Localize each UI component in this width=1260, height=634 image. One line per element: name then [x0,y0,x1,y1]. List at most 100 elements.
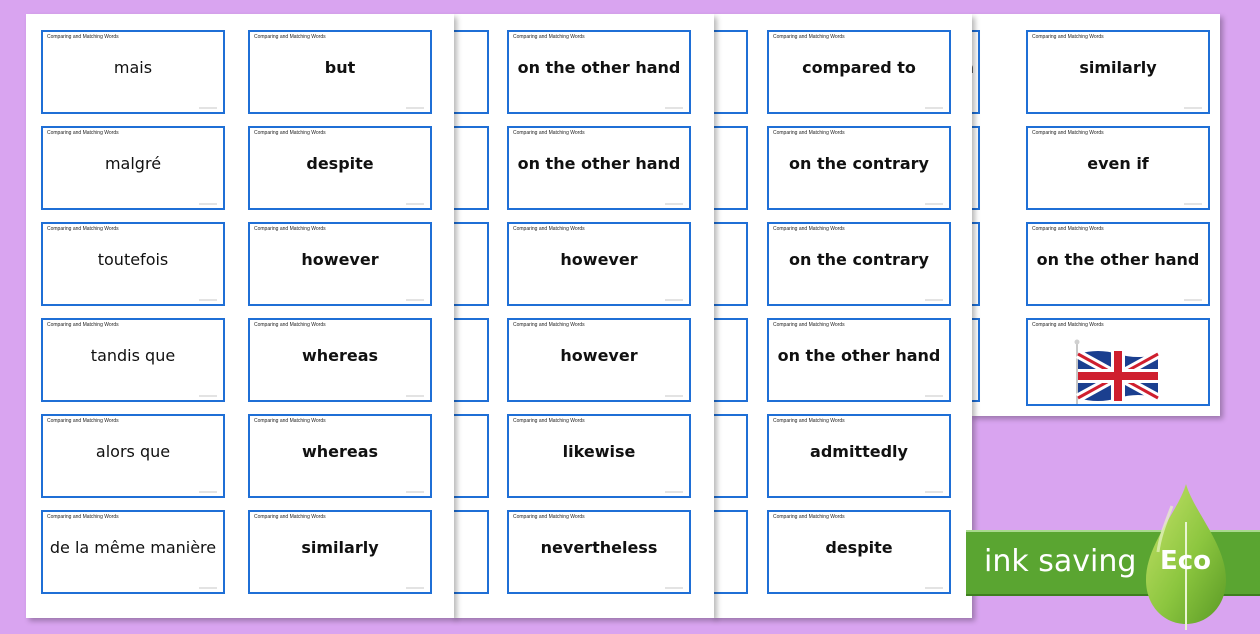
card-footer-mark [199,395,217,397]
card-header: Comparing and Matching Words [513,130,585,136]
card-word: similarly [1079,58,1157,77]
card-word-english: but [324,58,356,77]
card-word-english: however [301,250,379,269]
hidden-card [970,318,980,402]
card-word: admittedly [810,442,908,461]
hidden-card [452,30,489,114]
card-footer-mark [199,203,217,205]
worksheet-page-1: Comparing and Matching Words mais Compar… [26,14,454,618]
card-header: Comparing and Matching Words [773,322,845,328]
card-footer-mark [406,107,424,109]
card-footer-mark [665,203,683,205]
card-footer-mark [406,491,424,493]
card-footer-mark [925,107,943,109]
card-footer-mark [665,299,683,301]
word-card: Comparing and Matching Words similarly [1026,30,1210,114]
card-word: compared to [802,58,916,77]
card-header: Comparing and Matching Words [773,130,845,136]
word-card: Comparing and Matching Words on the othe… [507,126,691,210]
card-footer-mark [665,587,683,589]
card-word: on the contrary [789,154,929,173]
card-header: Comparing and Matching Words [47,34,119,40]
hidden-card [452,126,489,210]
card-header: Comparing and Matching Words [47,226,119,232]
hidden-card [712,510,748,594]
card-word: nevertheless [540,538,658,557]
card-footer-mark [925,203,943,205]
card-footer-mark [406,203,424,205]
card-word: on the other hand [517,58,681,77]
worksheet-page-4: n Comparing and Matching Words similarly… [964,14,1220,416]
word-card: Comparing and Matching Words nevertheles… [507,510,691,594]
card-header: Comparing and Matching Words [1032,322,1104,328]
word-card: Comparing and Matching Words similarly [248,510,432,594]
word-card: Comparing and Matching Words de la même … [41,510,225,594]
card-footer-mark [406,587,424,589]
card-footer-mark [1184,107,1202,109]
hidden-card [970,126,980,210]
card-word: on the other hand [777,346,941,365]
ink-saving-label: ink saving [984,544,1137,579]
eco-label: Eco [1160,546,1212,576]
word-card: Comparing and Matching Words alors que [41,414,225,498]
card-word: however [560,250,638,269]
word-card: Comparing and Matching Words on the cont… [767,126,951,210]
hidden-card [452,318,489,402]
card-word-english: whereas [301,442,379,461]
card-header: Comparing and Matching Words [254,514,326,520]
card-footer-mark [199,587,217,589]
hidden-card [712,318,748,402]
card-footer-mark [199,299,217,301]
card-header: Comparing and Matching Words [513,322,585,328]
card-word: on the contrary [789,250,929,269]
hidden-card [452,510,489,594]
card-header: Comparing and Matching Words [513,34,585,40]
card-header: Comparing and Matching Words [773,34,845,40]
word-card: Comparing and Matching Words but [248,30,432,114]
word-card: Comparing and Matching Words compared to [767,30,951,114]
card-footer-mark [925,491,943,493]
card-footer-mark [1184,203,1202,205]
word-card: Comparing and Matching Words on the othe… [767,318,951,402]
hidden-card [712,414,748,498]
card-footer-mark [925,299,943,301]
card-word-english: despite [306,154,374,173]
word-card: Comparing and Matching Words even if [1026,126,1210,210]
word-card: Comparing and Matching Words on the cont… [767,222,951,306]
hidden-card [970,222,980,306]
word-card: Comparing and Matching Words despite [767,510,951,594]
card-word: however [560,346,638,365]
card-word-english: similarly [301,538,379,557]
eco-leaf-drop-icon [1142,482,1230,630]
worksheet-page-2: Comparing and Matching Words on the othe… [452,14,714,618]
card-word: likewise [562,442,636,461]
union-jack-flag-icon [1072,338,1162,404]
card-footer-mark [406,395,424,397]
card-header: Comparing and Matching Words [513,226,585,232]
hidden-card [712,126,748,210]
card-footer-mark [925,587,943,589]
card-header: Comparing and Matching Words [47,130,119,136]
word-card: Comparing and Matching Words however [507,222,691,306]
card-header: Comparing and Matching Words [254,130,326,136]
card-header: Comparing and Matching Words [773,514,845,520]
card-word: on the other hand [517,154,681,173]
card-header: Comparing and Matching Words [47,418,119,424]
card-header: Comparing and Matching Words [1032,34,1104,40]
card-header: Comparing and Matching Words [1032,226,1104,232]
word-card: Comparing and Matching Words mais [41,30,225,114]
word-card: Comparing and Matching Words however [248,222,432,306]
word-card: Comparing and Matching Words despite [248,126,432,210]
card-word: on the other hand [1036,250,1200,269]
card-header: Comparing and Matching Words [254,226,326,232]
hidden-card [712,30,748,114]
word-card: Comparing and Matching Words whereas [248,414,432,498]
card-word-french: toutefois [97,250,169,269]
word-card: Comparing and Matching Words toutefois [41,222,225,306]
hidden-card [452,414,489,498]
word-card: Comparing and Matching Words however [507,318,691,402]
card-word: despite [825,538,893,557]
card-word-french: mais [113,58,153,77]
flag-card: Comparing and Matching Words [1026,318,1210,406]
word-card: Comparing and Matching Words whereas [248,318,432,402]
